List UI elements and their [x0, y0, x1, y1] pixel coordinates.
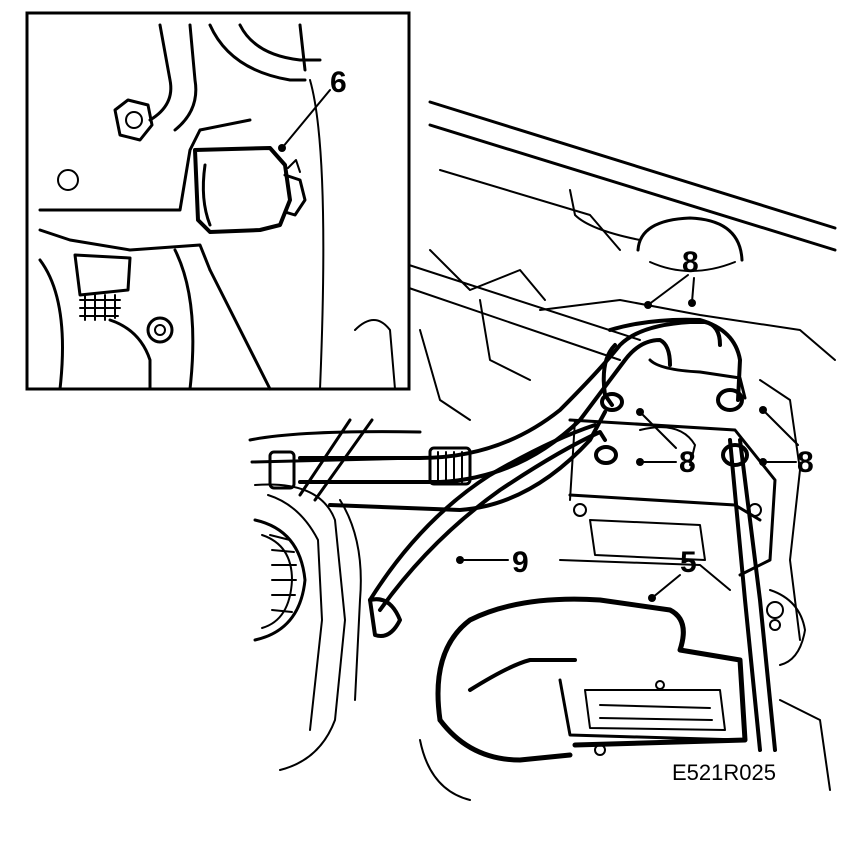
- callout-8-top-label: 8: [682, 246, 699, 279]
- callout-5-label: 5: [680, 546, 697, 579]
- figure-code: E521R025: [672, 760, 776, 785]
- callout-8-top: 8: [644, 246, 699, 309]
- callout-6: 6: [278, 66, 347, 152]
- callout-6-label: 6: [330, 66, 347, 99]
- fluid-reservoir: [248, 430, 422, 771]
- callout-9: 9: [456, 546, 529, 579]
- inset-detail: [25, 11, 641, 391]
- callout-8-right: 8: [759, 406, 814, 479]
- callout-9-label: 9: [512, 546, 529, 579]
- engine-bay-background: [419, 100, 837, 791]
- brake-lines: [268, 317, 777, 752]
- callout-8-middle-label: 8: [679, 446, 696, 479]
- electronic-module: [419, 596, 748, 801]
- callout-8-right-label: 8: [797, 446, 814, 479]
- callout-8-middle: 8: [636, 408, 696, 479]
- callout-5: 5: [648, 546, 697, 602]
